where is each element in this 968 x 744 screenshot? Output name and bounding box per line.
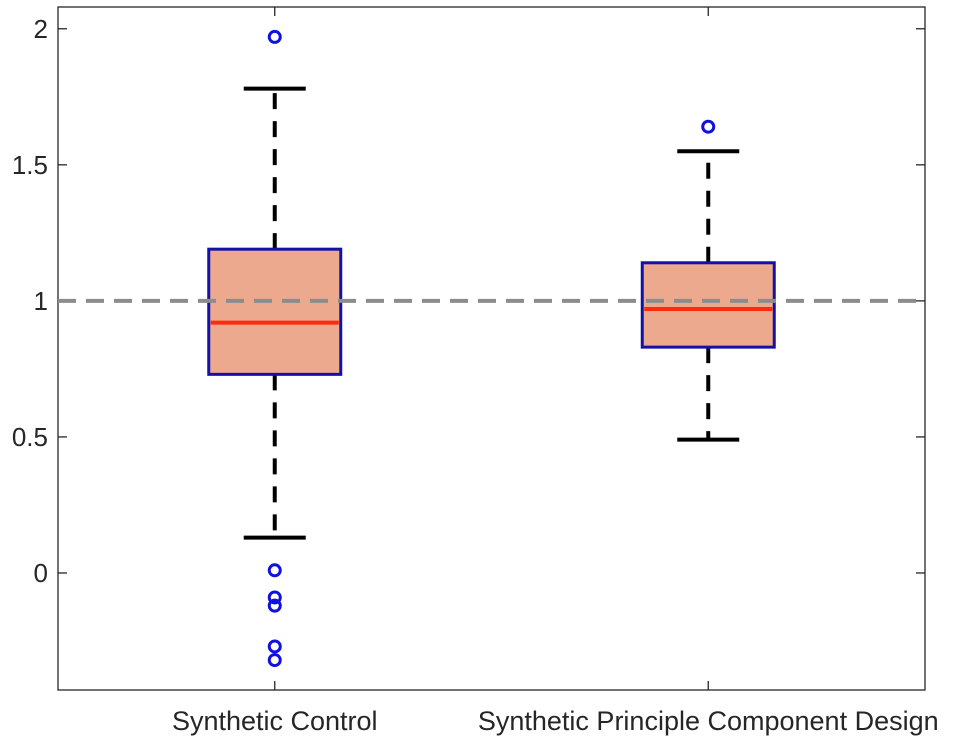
outlier-point [267,590,282,605]
y-tick-label: 1.5 [12,150,48,180]
x-category-label: Synthetic Principle Component Design [478,706,939,736]
y-tick-label: 0 [34,558,48,588]
plot-area [57,6,926,691]
outlier-point [267,29,282,44]
outlier-point [267,563,282,578]
outlier-point [267,653,282,668]
iqr-box [207,247,343,376]
y-tick-label: 1 [34,286,48,316]
axes-frame [57,6,926,691]
y-tick-label: 0.5 [12,422,48,452]
x-category-label: Synthetic Control [172,706,378,736]
outlier-point [267,639,282,654]
iqr-box [640,261,776,349]
outlier-point [267,598,282,613]
outlier-point [701,119,716,134]
y-tick-label: 2 [34,14,48,44]
